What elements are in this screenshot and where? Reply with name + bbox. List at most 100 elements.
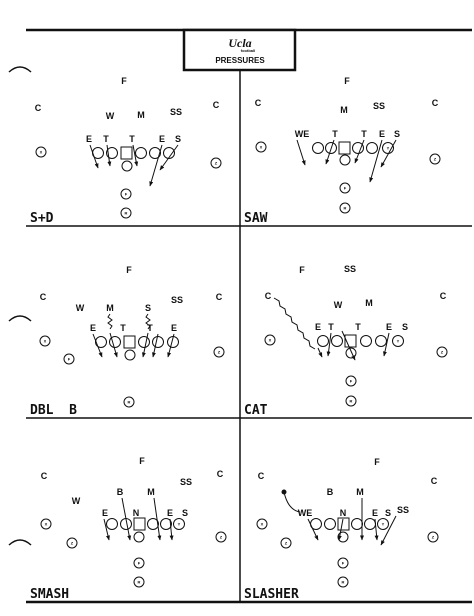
right-end-label: E <box>372 508 378 518</box>
rush-arrow <box>380 515 397 546</box>
blitz-arrows <box>307 498 397 546</box>
slot-back <box>280 537 292 549</box>
sam-blitzer-label: S <box>145 303 151 313</box>
offense-lineman <box>95 336 107 348</box>
offense-center <box>133 517 146 531</box>
offense-lineman <box>317 335 329 347</box>
will-curl-path <box>283 491 301 513</box>
rush-arrow <box>159 144 179 171</box>
left-corner-label: C <box>40 292 47 302</box>
offense-center <box>120 146 133 160</box>
offense-lineman <box>324 518 336 530</box>
receiver-x <box>255 141 267 153</box>
fullback-letter: F <box>342 561 345 566</box>
mike-linebacker-label: M <box>340 105 348 115</box>
blitz-paths <box>273 297 316 350</box>
right-corner-label: C <box>217 469 224 479</box>
running-back-letter: R <box>128 400 131 405</box>
receiver-x-letter: X <box>269 338 272 343</box>
rush-arrow <box>167 333 175 358</box>
receiver-x <box>35 146 47 158</box>
offensive-formation <box>40 517 227 588</box>
play-name-cat: CAT <box>244 403 268 418</box>
offense-letters: X Z Y Z F R <box>45 522 223 585</box>
rush-arrow <box>169 518 174 541</box>
rush-arrow <box>103 518 110 541</box>
rush-arrow <box>326 332 332 357</box>
rush-arrow <box>383 332 390 357</box>
offense-lineman <box>149 147 161 159</box>
left-corner-label: C <box>35 103 42 113</box>
receiver-z <box>210 157 222 169</box>
rush-arrow <box>92 333 103 358</box>
rush-arrow <box>325 139 335 165</box>
receiver-z <box>215 531 227 543</box>
quarterback <box>124 349 136 361</box>
rush-arrow <box>354 139 365 164</box>
panel-cat: X Z Y F R F SS C C W M E T T E S CAT <box>244 264 448 418</box>
tight-end-letter: Y <box>397 339 400 344</box>
receiver-z-letter: Z <box>218 350 221 355</box>
right-tackle-label: T <box>129 134 135 144</box>
offensive-formation <box>255 141 441 214</box>
rush-arrow <box>153 497 162 541</box>
rush-arrow <box>149 144 163 187</box>
receiver-x-letter: X <box>40 150 43 155</box>
blitz-paths <box>281 489 301 513</box>
corner-wavy-blitz-path <box>273 297 316 350</box>
offense-center <box>344 334 357 348</box>
left-tackle-label: T <box>328 322 334 332</box>
left-tackle-label: T <box>120 323 126 333</box>
nose-tackle-label: N <box>340 508 347 518</box>
blitz-arrows <box>92 332 175 358</box>
receiver-z-letter: Z <box>434 157 437 162</box>
fullback <box>339 182 351 194</box>
header-box: Ucla football PRESSURES <box>182 28 297 72</box>
left-end-label: E <box>315 322 321 332</box>
free-safety-label: F <box>374 457 380 467</box>
play-name-smash: SMASH <box>30 587 69 602</box>
receiver-x-letter: X <box>260 145 263 150</box>
left-end-label: E <box>102 508 108 518</box>
right-corner-label: C <box>216 292 223 302</box>
will-end-label: WE <box>298 508 313 518</box>
quarterback <box>345 347 357 359</box>
blitz-paths <box>107 313 151 330</box>
offense-lineman <box>392 335 404 347</box>
offense-lineman <box>106 518 118 530</box>
strong-safety-label: SS <box>180 477 192 487</box>
fullback <box>337 557 349 569</box>
binder-hole-bottom <box>8 539 32 546</box>
buck-linebacker-label: B <box>327 487 334 497</box>
fullback-letter: F <box>68 357 71 362</box>
fullback <box>120 188 132 200</box>
left-tackle-label: T <box>103 134 109 144</box>
running-back <box>339 202 351 214</box>
offensive-formation <box>39 335 225 408</box>
blitz-arrows <box>296 139 397 183</box>
running-back <box>133 576 145 588</box>
offense-center <box>338 141 351 155</box>
panel-slasher: X Z Y Z F R F C C B M WE N E S SS <box>244 457 439 602</box>
right-end-label: E <box>386 322 392 332</box>
receiver-z <box>429 153 441 165</box>
panel-s-plus-d: X Z F R F C C W M SS E T T E S S+D <box>30 76 222 226</box>
rush-arrow <box>374 518 379 541</box>
running-back-letter: R <box>125 211 128 216</box>
running-back-letter: R <box>350 399 353 404</box>
offense-lineman <box>331 335 343 347</box>
left-tackle-label: T <box>332 129 338 139</box>
offensive-formation <box>264 334 448 407</box>
offense-letters: X Z Y Z F R <box>261 522 435 585</box>
offense-letters: X Z F R <box>44 339 221 405</box>
strong-safety-label: SS <box>344 264 356 274</box>
offense-lineman <box>364 518 376 530</box>
wavy-blitz-path <box>145 313 151 330</box>
right-end-label: E <box>167 508 173 518</box>
receiver-x-letter: X <box>261 522 264 527</box>
receiver-x <box>256 518 268 530</box>
left-end-label: E <box>86 134 92 144</box>
strong-safety-label: SS <box>170 107 182 117</box>
offense-lineman <box>351 518 363 530</box>
right-end-label: E <box>159 134 165 144</box>
